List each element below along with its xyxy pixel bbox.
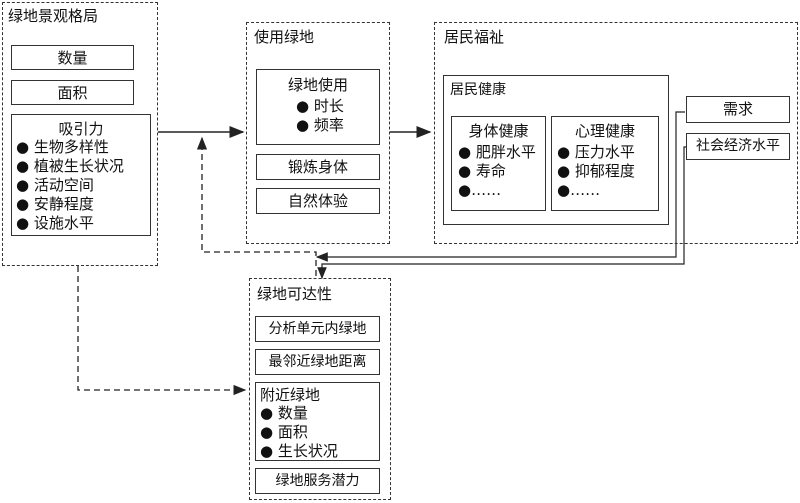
resident-health-title: 居民健康 [450,82,506,98]
list-item: ● 设施水平 [16,214,94,232]
list-item: ● 植被生长状况 [16,157,124,175]
list-item: ● 抑郁程度 [557,162,635,180]
demand-box [686,96,790,123]
socioeconomic-label: 社会经济水平 [696,138,780,154]
service-potential-box [255,468,380,494]
list-item: ● 时长 [296,97,344,115]
physical-health-title: 身体健康 [468,122,529,140]
list-item: ● 安静程度 [16,195,94,213]
mental-health-list: ● 压力水平 ● 抑郁程度 ●…… [557,143,635,200]
resident-welfare-group [434,22,798,244]
list-item: ● 频率 [296,116,344,134]
quantity-label: 数量 [57,49,88,67]
nearest-distance-label: 最邻近绿地距离 [268,354,367,370]
unit-green-label: 分析单元内绿地 [268,321,367,337]
arrow-demand-to-access [315,111,685,262]
mental-health-box [551,116,659,211]
nearest-distance-box [255,349,380,375]
landscape-pattern-title: 绿地景观格局 [8,7,99,25]
green-usage-list: ● 时长 ● 频率 [296,97,344,135]
exercise-label: 锻炼身体 [287,158,348,176]
list-item: ● 生长状况 [260,442,338,460]
arrow-socio-to-access [317,146,686,280]
mental-health-title: 心理健康 [574,122,635,140]
green-accessibility-title: 绿地可达性 [257,285,333,303]
exercise-box [256,154,380,180]
arrow-access-to-use-link [196,136,317,276]
green-use-group [246,22,390,244]
list-item: ● 数量 [260,404,308,422]
attractiveness-title: 吸引力 [58,120,104,138]
physical-health-box [451,116,546,211]
nearby-green-title: 附近绿地 [260,386,321,404]
list-item: ● 活动空间 [16,176,94,194]
quantity-box [11,45,134,70]
nature-experience-label: 自然体验 [287,192,348,210]
demand-label: 需求 [722,100,753,118]
list-item: ● 肥胖水平 [458,143,536,161]
list-item: ● 压力水平 [557,143,635,161]
list-item: ● 生物多样性 [16,138,109,156]
list-item: ● 面积 [260,423,308,441]
nearby-green-list: ● 数量 ● 面积 ● 生长状况 [260,404,338,461]
area-box [11,80,134,105]
unit-green-box [255,316,380,342]
list-item: ● 寿命 [458,162,506,180]
resident-welfare-title: 居民福祉 [444,28,505,46]
green-use-title: 使用绿地 [254,28,315,46]
area-label: 面积 [57,84,88,102]
physical-health-list: ● 肥胖水平 ● 寿命 ●…… [458,143,536,200]
green-usage-box [256,69,380,145]
service-potential-label: 绿地服务潜力 [275,473,360,489]
list-item: ●…… [557,181,601,199]
green-usage-title: 绿地使用 [287,76,348,94]
attractiveness-list: ● 生物多样性 ● 植被生长状况 ● 活动空间 ● 安静程度 ● 设施水平 [16,138,124,233]
green-accessibility-group [249,278,391,500]
list-item: ●…… [458,181,502,199]
attractiveness-box [11,114,151,236]
socioeconomic-box [686,133,790,160]
landscape-pattern-group [2,2,158,266]
arrow-pattern-to-access [77,266,247,396]
nearby-green-box [255,382,380,461]
nature-experience-box [256,188,380,214]
